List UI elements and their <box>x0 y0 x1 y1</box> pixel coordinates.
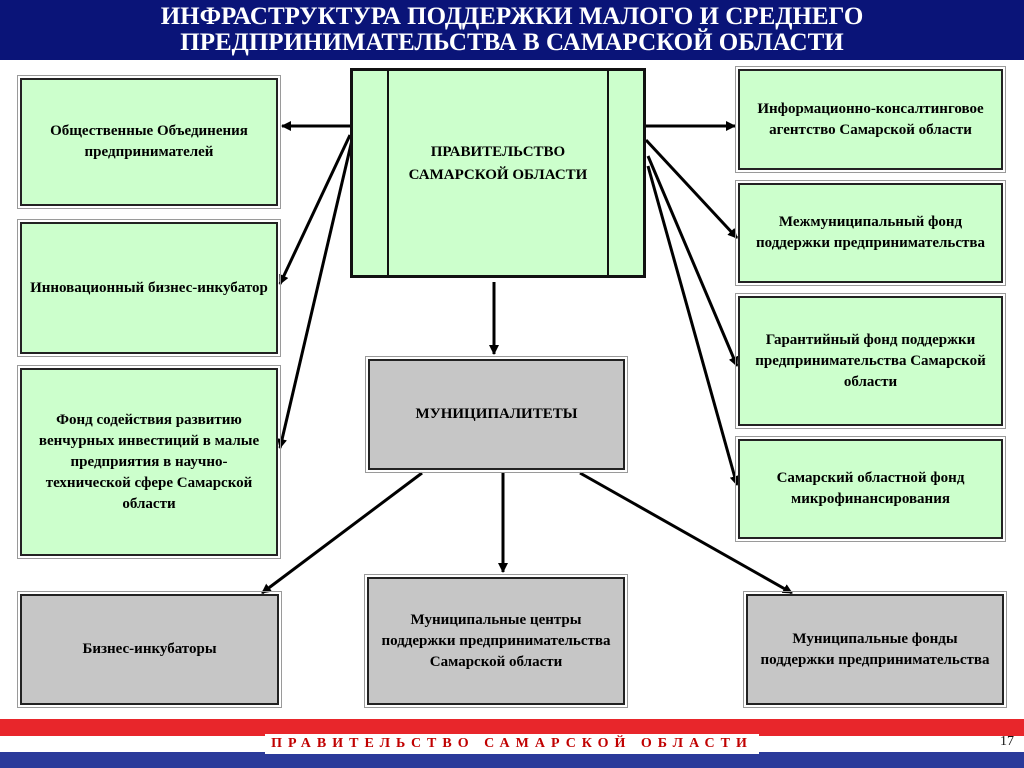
guarantee-fund-box: Гарантийный фонд поддержки предпринимате… <box>735 293 1006 429</box>
public-associations-label: Общественные Объединения предпринимателе… <box>50 123 248 160</box>
arrow-to-venture-fund <box>277 139 354 449</box>
venture-fund-label: Фонд содействия развитию венчурных инвес… <box>38 411 260 512</box>
venture-fund-box: Фонд содействия развитию венчурных инвес… <box>17 365 281 559</box>
arrow-to-innovation-incubator <box>278 134 352 285</box>
page-number: 17 <box>1000 734 1014 749</box>
title-line-1: ИНФРАСТРУКТУРА ПОДДЕРЖКИ МАЛОГО И СРЕДНЕ… <box>160 3 864 30</box>
intermunicipal-fund-label: Межмуниципальный фонд поддержки предприн… <box>756 214 985 251</box>
info-agency-label: Информационно-консалтинговое агентство С… <box>757 100 984 138</box>
business-incubators-label: Бизнес-инкубаторы <box>82 641 217 657</box>
municipalities-box: МУНИЦИПАЛИТЕТЫ <box>365 356 628 473</box>
arrow-to-business-incubators <box>261 471 423 595</box>
innovation-incubator-label: Инновационный бизнес-инкубатор <box>30 279 268 296</box>
arrow-to-intermunicipal-fund <box>644 138 739 240</box>
arrow-to-microfinance-fund <box>646 165 740 486</box>
municipal-centers-label: Муниципальные центры поддержки предприни… <box>381 611 611 670</box>
public-associations-box: Общественные Объединения предпринимателе… <box>17 75 281 209</box>
footer-stripe-blue <box>0 752 1024 768</box>
business-incubators-box: Бизнес-инкубаторы <box>17 591 282 708</box>
footer-caption-text: ПРАВИТЕЛЬСТВО САМАРСКОЙ ОБЛАСТИ <box>265 734 759 754</box>
footer-caption: ПРАВИТЕЛЬСТВО САМАРСКОЙ ОБЛАСТИ <box>0 734 1024 754</box>
government-box-bar-right <box>607 71 609 275</box>
municipal-funds-label: Муниципальные фонды поддержки предприним… <box>760 630 990 668</box>
guarantee-fund-label: Гарантийный фонд поддержки предпринимате… <box>755 331 986 390</box>
microfinance-fund-label: Самарский областной фонд микрофинансиров… <box>776 470 965 507</box>
page-title: ИНФРАСТРУКТУРА ПОДДЕРЖКИ МАЛОГО И СРЕДНЕ… <box>0 0 1024 60</box>
municipal-centers-box: Муниципальные центры поддержки предприни… <box>364 574 628 708</box>
government-box-bar-left <box>387 71 389 275</box>
info-agency-box: Информационно-консалтинговое агентство С… <box>735 66 1006 173</box>
title-line-2: ПРЕДПРИНИМАТЕЛЬСТВА В САМАРСКОЙ ОБЛАСТИ <box>180 29 844 56</box>
microfinance-fund-box: Самарский областной фонд микрофинансиров… <box>735 436 1006 542</box>
intermunicipal-fund-box: Межмуниципальный фонд поддержки предприн… <box>735 180 1006 286</box>
government-label: ПРАВИТЕЛЬСТВО САМАРСКОЙ ОБЛАСТИ <box>408 144 588 183</box>
municipalities-label: МУНИЦИПАЛИТЕТЫ <box>415 406 578 422</box>
arrow-to-guarantee-fund <box>646 155 739 367</box>
innovation-incubator-box: Инновационный бизнес-инкубатор <box>17 219 281 357</box>
government-box: ПРАВИТЕЛЬСТВО САМАРСКОЙ ОБЛАСТИ <box>350 68 646 278</box>
municipal-funds-box: Муниципальные фонды поддержки предприним… <box>743 591 1007 708</box>
footer-stripe-red <box>0 719 1024 736</box>
